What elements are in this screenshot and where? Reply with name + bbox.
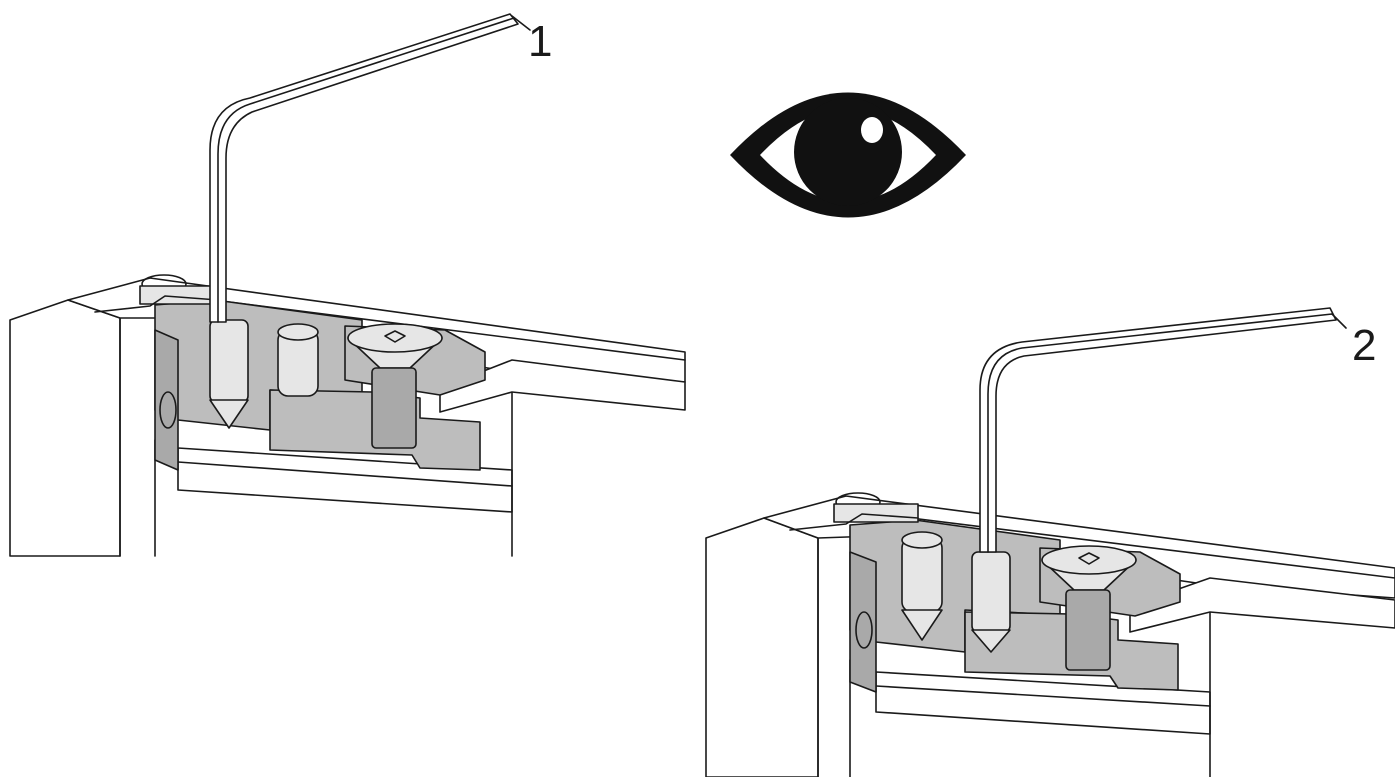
step-2-label: 2	[1352, 321, 1376, 370]
spring-clip	[94, 274, 219, 313]
countersunk-screw	[1041, 545, 1137, 671]
step-1-illustration: 1	[9, 13, 686, 557]
allen-key-icon	[979, 307, 1347, 553]
set-screw-middle	[277, 323, 319, 397]
allen-key-icon	[209, 13, 531, 323]
set-screw-middle	[971, 551, 1011, 653]
spring-clip	[789, 492, 919, 531]
set-screw-left	[209, 319, 249, 429]
step-2-illustration: 2	[705, 307, 1395, 777]
eye-icon	[730, 92, 966, 218]
countersunk-screw	[347, 323, 443, 449]
set-screw-left	[901, 531, 943, 641]
step-1-label: 1	[528, 17, 552, 66]
